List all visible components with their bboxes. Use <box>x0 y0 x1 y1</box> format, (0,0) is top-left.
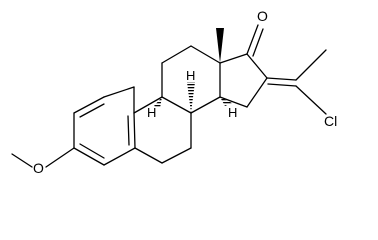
molecule-diagram: O Cl O H H H <box>11 8 337 176</box>
h9-hash-bond <box>154 97 162 108</box>
h9-label: H <box>147 105 156 120</box>
ring-d <box>219 53 268 108</box>
h8-hash-bond <box>187 82 195 113</box>
methoxy-bond <box>45 147 75 168</box>
ketone-bond <box>246 24 264 57</box>
structure-canvas: O Cl O H H H <box>11 8 337 176</box>
methyl-bond <box>295 49 327 81</box>
methoxy-oxygen-label: O <box>33 160 44 176</box>
h8-label: H <box>186 68 195 83</box>
exocyclic-double-bond <box>266 77 297 87</box>
methyl-wedge <box>216 28 224 63</box>
ring-a <box>73 86 136 166</box>
h14-label: H <box>228 105 237 120</box>
ring-b <box>133 96 192 164</box>
ring-c <box>161 45 221 114</box>
ketone-oxygen-label: O <box>257 8 268 24</box>
chlorine-label: Cl <box>324 113 337 129</box>
h14-hash-bond <box>220 97 232 106</box>
methoxy-methyl-bond <box>11 153 33 168</box>
chlorine-bond <box>295 85 327 115</box>
